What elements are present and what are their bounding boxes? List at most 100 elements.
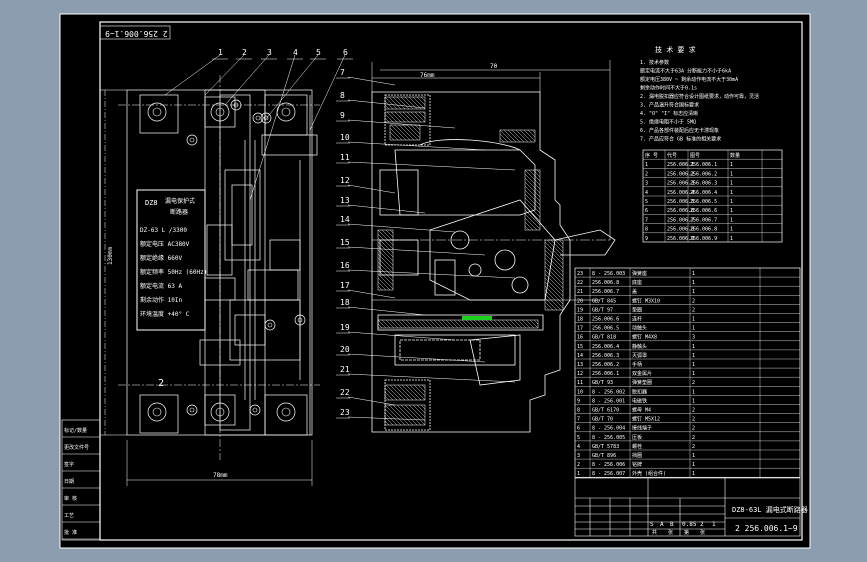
parts-list-cell: 256.006.3 — [592, 353, 619, 359]
parts-list-cell: 12 — [577, 371, 583, 377]
title-block-footer-cell: 张 — [668, 529, 673, 536]
balloon-leader — [224, 54, 270, 106]
ref-table-header: 图号 — [690, 153, 700, 159]
ref-table-cell: 6 — [645, 208, 648, 214]
parts-list-cell: 21 — [577, 289, 583, 295]
parts-list-cell: 14 — [577, 353, 583, 359]
parts-list-cell: 8 — [577, 408, 580, 414]
ref-table-cell: 1 — [730, 227, 733, 233]
tech-requirement-line: 额定电压380V ~ 剩余动作电流不大于30mA — [640, 76, 738, 83]
ref-table-cell: 1 — [730, 208, 733, 214]
ref-table-cell: 3 — [645, 181, 648, 187]
parts-list-cell: GB/T 6170 — [592, 408, 619, 414]
margin-table-label: 标记/数量 — [64, 427, 87, 434]
title-block — [574, 477, 801, 537]
screw-inner-circle — [281, 407, 291, 417]
title-block-title: DZ8-63L 漏电式断路器 — [732, 505, 808, 514]
screw-circle — [260, 112, 272, 124]
parts-list-cell: 盖 — [632, 288, 637, 295]
section-hatching — [377, 96, 564, 426]
balloon-number: 20 — [340, 345, 350, 354]
tech-requirements: 1. 技术参数 额定电流不大于63A 分断能力不小于6kA 额定电压380V ~… — [640, 59, 759, 143]
parts-list-cell: 256.006.5 — [592, 326, 619, 332]
parts-list-cell: 17 — [577, 326, 583, 332]
parts-list-frame — [574, 267, 801, 478]
screw-inner-circle — [255, 115, 261, 121]
ref-table-header: 数量 — [730, 152, 740, 159]
parts-list-cell: 底座 — [632, 279, 642, 286]
parts-list-cell: 15 — [577, 344, 583, 350]
ref-table-cell: 256.006.5 — [690, 199, 717, 205]
balloon-number: 12 — [340, 176, 350, 185]
parts-list-cell: 1 — [692, 326, 695, 332]
parts-list-cell: 电磁铁 — [632, 397, 647, 404]
parts-list-cell: 256.006.2 — [592, 362, 619, 368]
parts-list-cell: 弹簧座 — [632, 270, 647, 277]
parts-list-cell: 2 — [692, 298, 695, 304]
ref-table-cell: 256.006.4 — [667, 190, 694, 196]
ref-table-header: 序 号 — [645, 152, 658, 159]
hatch-block — [377, 229, 394, 291]
nameplate-line: DZ-63 L /3300 — [140, 227, 187, 234]
hatch-block — [544, 239, 564, 311]
parts-list-cell: 4 — [577, 444, 580, 450]
balloon-number: 7 — [340, 68, 345, 77]
nameplate-line: 额定频率 50Hz (60Hz) — [140, 268, 207, 276]
balloon-number: 18 — [340, 298, 350, 307]
parts-list-cell: 9 — [577, 398, 580, 404]
parts-list-cell: 双金属片 — [632, 370, 652, 377]
balloon-number: 1 — [218, 48, 223, 57]
ref-table-cell: 1 — [730, 236, 733, 242]
nameplate-line: 额定电流 63 A — [140, 282, 182, 290]
parts-list-cell: GB/T 93 — [592, 380, 613, 386]
parts-list-cell: 螺钉 M4X8 — [632, 334, 657, 341]
ref-table-cell: 256.006.2 — [667, 171, 694, 177]
margin-table-label: 签字 — [64, 461, 74, 468]
parts-list-cell: 1 — [692, 471, 695, 477]
ref-table-cell: 4 — [645, 190, 648, 196]
balloon-number: 16 — [340, 261, 350, 270]
screw-circle — [252, 112, 264, 124]
screw-circle — [294, 314, 306, 326]
ref-table-cell: 1 — [730, 181, 733, 187]
balloon-leader — [347, 246, 486, 256]
parts-list-cell: 7 — [577, 417, 580, 423]
rotated-drawing-number: 2 256.006.1~9 — [99, 25, 171, 40]
parts-list-cell: 1 — [577, 471, 580, 477]
section-view — [371, 60, 616, 433]
parts-list-cell: 10 — [577, 389, 583, 395]
parts-list-cell: 1 — [692, 344, 695, 350]
balloon-leader — [309, 54, 346, 131]
balloon-leader — [264, 54, 319, 121]
parts-list-cell: 螺栓 — [632, 443, 642, 450]
parts-list-cell: 垫圈 — [632, 306, 642, 313]
margin-table-label: 审 核 — [64, 495, 77, 502]
title-block-footer-cell: 第 — [684, 529, 689, 536]
balloon-number: 8 — [340, 91, 345, 100]
screw-inner-circle — [252, 407, 258, 413]
screw-inner-circle — [267, 322, 273, 328]
tech-requirement-line: 7. 产品应符合 GB 标准的相关要求 — [640, 136, 721, 143]
balloon-number: 6 — [343, 48, 348, 57]
parts-list-cell: 8 - 256.004 — [592, 426, 625, 432]
parts-list-cell: GB/T 97 — [592, 307, 613, 313]
parts-list-cell: 2 — [692, 435, 695, 441]
parts-list-cell: 1 — [692, 353, 695, 359]
balloon-number: 23 — [340, 408, 350, 417]
balloon-number: 22 — [340, 388, 350, 397]
parts-list-cell: GB/T 818 — [592, 335, 616, 341]
ref-table-cell: 8 — [645, 227, 648, 233]
margin-table-label: 批 准 — [64, 529, 77, 536]
parts-list-cell: 256.006.8 — [592, 280, 619, 286]
parts-list-cell: 2 — [692, 417, 695, 423]
section-dim-top: 76mm — [420, 72, 435, 79]
balloon-leader — [347, 289, 396, 299]
ref-table-cell: 1 — [730, 162, 733, 168]
parts-list-cell: 铭牌 — [632, 461, 642, 468]
nameplate-kind: 断路器 — [170, 208, 188, 216]
front-view-height-dim: 130mm — [107, 247, 114, 265]
ref-table-cell: 256.006.9 — [667, 236, 694, 242]
ref-table-cell: 256.006.3 — [690, 181, 717, 187]
